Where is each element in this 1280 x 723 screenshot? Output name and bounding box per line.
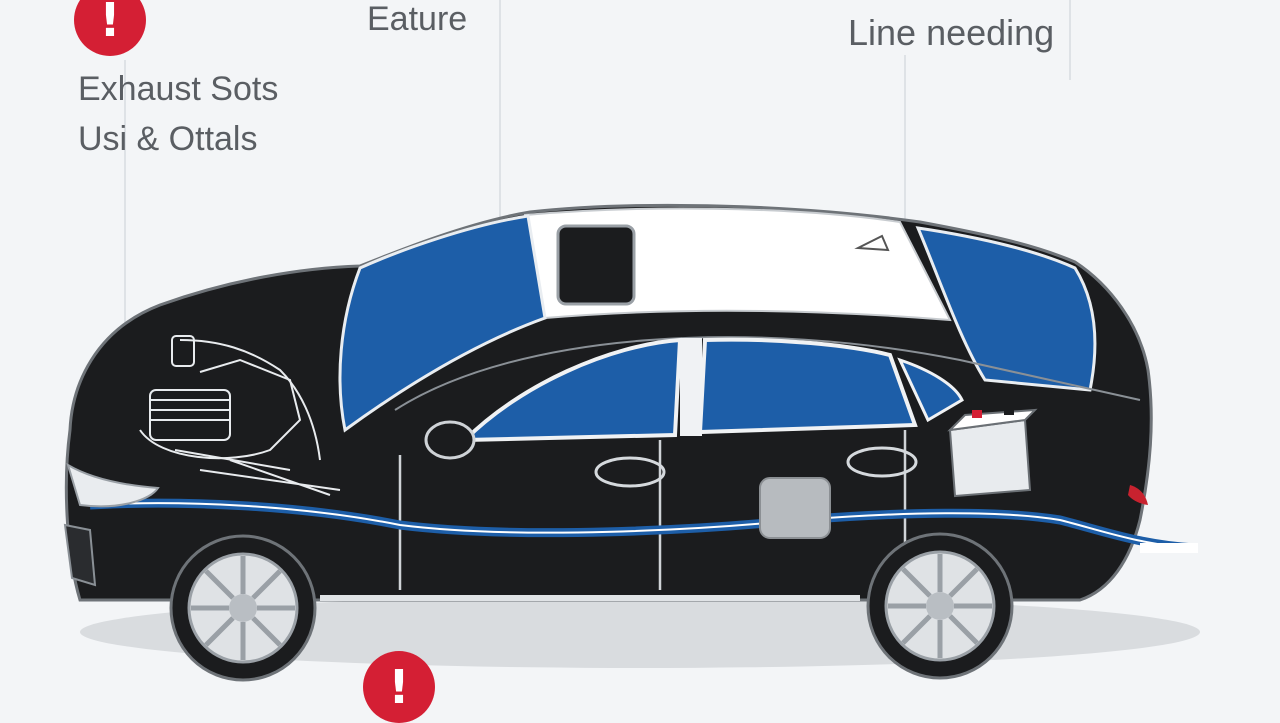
rear-side-window	[697, 337, 918, 435]
exhaust-line-highlight	[89, 502, 1196, 549]
front-side-window	[460, 337, 683, 443]
alert-icon: !	[363, 651, 435, 723]
engine-icon	[139, 335, 341, 496]
taillight	[1128, 485, 1148, 505]
roof-vent	[854, 234, 890, 252]
label-usi: Usi & Ottals	[78, 120, 258, 158]
windshield	[338, 214, 547, 433]
rear-glass	[915, 226, 1097, 392]
rear-wheel-icon	[866, 532, 1014, 680]
sunroof-opening	[556, 224, 636, 306]
headlight	[66, 462, 160, 508]
b-pillar	[680, 338, 702, 436]
beltline	[394, 336, 1141, 411]
front-wheel-icon	[169, 534, 317, 682]
label-line-needing: Line needing	[848, 12, 1055, 53]
alert-icon: !	[74, 0, 146, 56]
door-handle-front	[594, 456, 666, 488]
side-mirror	[424, 420, 476, 460]
front-bumper	[63, 523, 97, 587]
quarter-window	[897, 357, 964, 423]
door-handle-rear	[846, 446, 918, 478]
battery-icon	[947, 407, 1038, 498]
label-feature: Eature	[367, 0, 468, 38]
fuel-tank	[759, 477, 831, 539]
label-exhaust: Exhaust Sots	[78, 70, 279, 108]
